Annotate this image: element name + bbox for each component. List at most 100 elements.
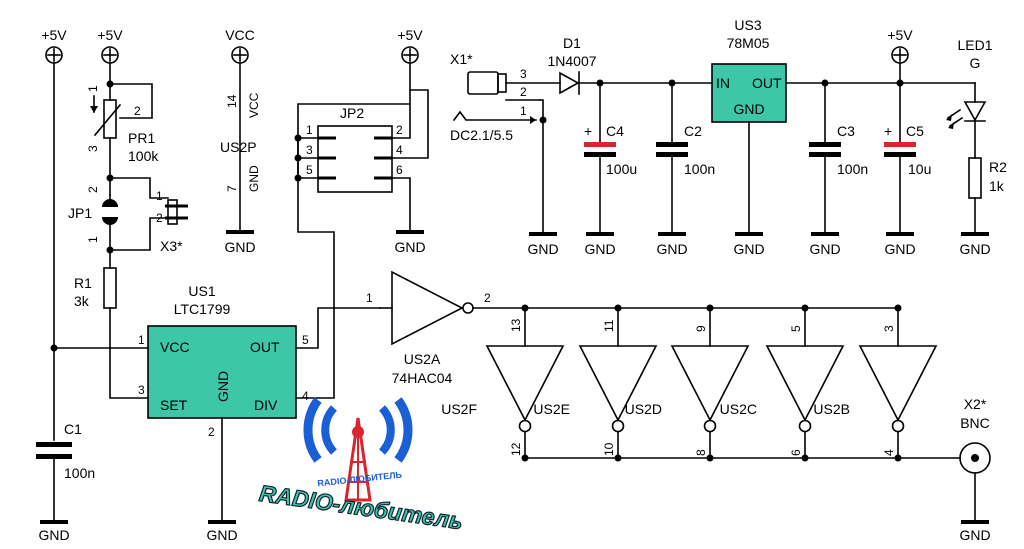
c5-plus: + — [884, 123, 892, 139]
x1-type: DC2.1/5.5 — [450, 127, 513, 143]
x2-bnc-connector: X2* BNC — [959, 396, 991, 521]
jp1-pin2: 2 — [86, 186, 100, 193]
pr1-value: 100k — [128, 148, 159, 164]
gnd-label: GND — [809, 241, 840, 257]
p5v-symbol-left: +5V — [41, 27, 67, 64]
x3-header: 1 2 X3* — [156, 189, 188, 254]
c4-capacitor: + C4 100u GND — [584, 82, 637, 257]
jp1-jumper: 2 1 JP1 — [68, 186, 118, 269]
r1-ref: R1 — [74, 275, 92, 291]
r2-value: 1k — [989, 178, 1005, 194]
rail-label: +5V — [41, 27, 67, 43]
buffer-pin-out: 8 — [694, 449, 708, 456]
gnd-x1: GND — [527, 232, 559, 257]
buffer-ref: US2F — [441, 401, 477, 417]
buffer-pin-out: 4 — [882, 449, 896, 456]
us1-type: LTC1799 — [174, 301, 231, 317]
buffer-pin-in: 3 — [882, 325, 896, 332]
buffer-us2b: 3 4 US2B — [813, 304, 938, 462]
logo-main-text: RADIO-любитель — [258, 480, 465, 534]
c2-value: 100n — [684, 161, 715, 177]
rail-label: +5V — [397, 27, 423, 43]
us1-pin5: 5 — [302, 333, 309, 347]
rail-label: +5V — [97, 27, 123, 43]
led1-color: G — [970, 55, 981, 71]
c2-ref: C2 — [684, 123, 702, 139]
us3-type: 78M05 — [727, 35, 770, 51]
jp1-pin1: 1 — [86, 236, 100, 243]
p5v-symbol-out: +5V — [887, 27, 913, 64]
c2-capacitor: C2 100n GND — [656, 82, 715, 257]
rail-label: +5V — [887, 27, 913, 43]
x3-pin2: 2 — [156, 211, 163, 225]
us2a-pin-out: 2 — [484, 291, 491, 305]
c1-capacitor: C1 100n — [36, 421, 95, 481]
us3-gnd: GND — [733, 101, 764, 117]
gnd-us2p: GND — [224, 230, 256, 255]
us2p-pin7: 7 — [225, 185, 239, 192]
us2p-pin14: 14 — [225, 94, 239, 108]
c5-capacitor: + C5 10u GND — [884, 82, 931, 257]
us2a-type: 74HAC04 — [392, 370, 453, 386]
buffer-ref: US2E — [533, 401, 570, 417]
us1-pin3: 3 — [138, 383, 145, 397]
jp2-pin5: 5 — [306, 163, 313, 177]
buffer-ref: US2B — [813, 401, 850, 417]
buffer-ref: US2D — [625, 401, 662, 417]
us1-div: DIV — [254, 397, 278, 413]
gnd-c1: GND — [38, 520, 70, 543]
us1-oscillator: US1 LTC1799 VCC SET OUT DIV GND 1 3 5 4 … — [138, 283, 309, 439]
gnd-label: GND — [584, 241, 615, 257]
led1-diode: LED1 G — [946, 37, 993, 159]
x2-type: BNC — [960, 415, 990, 431]
r1-value: 3k — [74, 293, 90, 309]
rail-label: VCC — [225, 27, 255, 43]
buffer-pin-out: 10 — [602, 442, 616, 456]
us3-out: OUT — [752, 75, 782, 91]
jp1-ref: JP1 — [68, 205, 92, 221]
radio-lyubitel-logo: RADIO-ЛЮБИТЕЛЬ RADIO-любитель — [257, 397, 465, 535]
pr1-pin2: 2 — [134, 104, 141, 118]
c3-capacitor: C3 100n GND — [809, 82, 868, 257]
x1-pin3: 3 — [520, 67, 527, 81]
c4-ref: C4 — [606, 123, 624, 139]
us1-pin4: 4 — [302, 389, 309, 403]
gnd-us1: GND — [206, 520, 238, 543]
r1-resistor: R1 3k — [74, 267, 117, 309]
gnd-label: GND — [959, 241, 990, 257]
us2p-ref: US2P — [220, 139, 257, 155]
c5-ref: C5 — [906, 123, 924, 139]
us1-set: SET — [160, 397, 188, 413]
gnd-label: GND — [733, 241, 764, 257]
jp2-pin3: 3 — [306, 143, 313, 157]
jp2-jumper-block: JP2 1 3 5 2 4 6 — [294, 62, 429, 231]
buffer-pin-in: 5 — [789, 325, 803, 332]
us1-pin1: 1 — [138, 333, 145, 347]
p5v-symbol-pr1: +5V — [97, 27, 123, 64]
us1-ref: US1 — [188, 283, 215, 299]
x1-pin1: 1 — [520, 104, 527, 118]
x1-dc-jack: X1* 3 2 1 DC2.1/5.5 — [450, 51, 561, 143]
gnd-x2: GND — [959, 520, 991, 543]
d1-diode: D1 1N4007 — [547, 35, 597, 95]
gnd-label: GND — [38, 527, 69, 543]
buffer-pin-out: 12 — [509, 442, 523, 456]
gnd-label: GND — [884, 241, 915, 257]
pr1-ref: PR1 — [128, 130, 155, 146]
us2p-power-pins: 14 VCC US2P 7 GND — [220, 62, 261, 231]
d1-ref: D1 — [563, 35, 581, 51]
c3-value: 100n — [837, 161, 868, 177]
gnd-label: GND — [206, 527, 237, 543]
buffer-pin-in: 11 — [602, 319, 616, 332]
x1-pin2: 2 — [520, 85, 527, 99]
c1-value: 100n — [64, 465, 95, 481]
jp2-pin2: 2 — [396, 123, 403, 137]
us1-gnd: GND — [215, 371, 231, 402]
r2-ref: R2 — [989, 159, 1007, 175]
us1-vcc: VCC — [160, 339, 190, 355]
